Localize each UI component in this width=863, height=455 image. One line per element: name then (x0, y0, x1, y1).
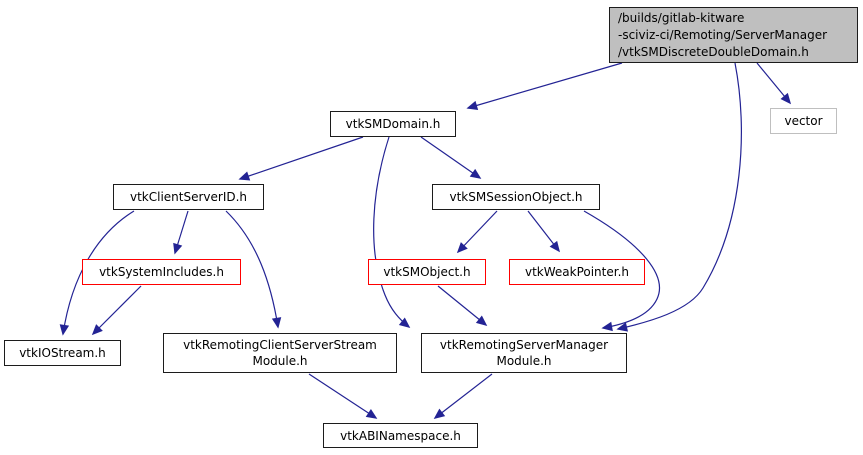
node-vtk-remoting-client-server-stream-module[interactable]: vtkRemotingClientServerStream Module.h (163, 333, 397, 373)
node-label: vtkSMDomain.h (345, 117, 441, 131)
edge-client-server-id-to-system-includes (173, 210, 189, 255)
node-label-line: Module.h (496, 354, 552, 368)
node-label: vector (784, 114, 823, 128)
node-label: vtkWeakPointer.h (524, 265, 630, 279)
node-vtk-abi-namespace[interactable]: vtkABINamespace.h (323, 423, 478, 448)
node-label: vtkSMObject.h (383, 265, 471, 279)
node-label-line: Module.h (252, 354, 308, 368)
edge-main-to-sm-domain (466, 62, 623, 110)
edge-sm-object-to-remoting-server-manager-module (437, 285, 488, 327)
node-vector: vector (770, 108, 837, 134)
node-label: vtkIOStream.h (19, 346, 106, 360)
node-label-line: vtkRemotingClientServerStream (183, 338, 377, 352)
node-vtk-io-stream[interactable]: vtkIOStream.h (4, 340, 121, 366)
edge-sm-domain-to-client-server-id (238, 136, 364, 181)
node-label: vtkClientServerID.h (129, 190, 248, 204)
edge-remoting-client-server-stream-module-to-abi-namespace (308, 373, 378, 419)
node-label-line: -sciviz-ci/Remoting/ServerManager (618, 27, 828, 42)
node-label-line: vtkRemotingServerManager (439, 338, 609, 352)
edge-main-to-vector (756, 62, 792, 105)
edge-main-to-remoting-server-manager-module (616, 62, 742, 332)
node-label-line: /builds/gitlab-kitware (618, 10, 745, 25)
edge-client-server-id-to-remoting-client-server-stream-module (225, 210, 282, 329)
edge-sm-session-object-to-remoting-server-manager-module (583, 210, 661, 332)
node-label-line: /vtkSMDiscreteDoubleDomain.h (618, 44, 809, 59)
node-vtk-sm-object[interactable]: vtkSMObject.h (368, 259, 486, 285)
node-vtk-sm-session-object[interactable]: vtkSMSessionObject.h (432, 184, 600, 210)
node-label: vtkSMSessionObject.h (449, 190, 583, 204)
node-main-vtk-sm-discrete-double-domain: /builds/gitlab-kitware -sciviz-ci/Remoti… (609, 7, 858, 63)
node-vtk-client-server-id[interactable]: vtkClientServerID.h (113, 184, 264, 210)
node-label: vtkABINamespace.h (340, 428, 461, 443)
node-vtk-remoting-server-manager-module[interactable]: vtkRemotingServerManager Module.h (421, 333, 627, 373)
edge-sm-session-object-to-sm-object (456, 210, 498, 254)
edge-sm-domain-to-remoting-server-manager-module (373, 136, 411, 329)
edge-system-includes-to-io-stream (91, 285, 142, 336)
node-label: vtkSystemIncludes.h (99, 265, 224, 279)
node-vtk-system-includes[interactable]: vtkSystemIncludes.h (82, 259, 241, 285)
edge-client-server-id-to-io-stream (59, 210, 135, 336)
node-vtk-weak-pointer[interactable]: vtkWeakPointer.h (509, 259, 645, 285)
node-vtk-sm-domain[interactable]: vtkSMDomain.h (330, 111, 456, 137)
edge-sm-session-object-to-weak-pointer (527, 210, 560, 253)
edge-sm-domain-to-sm-session-object (420, 136, 482, 179)
edge-remoting-server-manager-module-to-abi-namespace (433, 373, 493, 419)
